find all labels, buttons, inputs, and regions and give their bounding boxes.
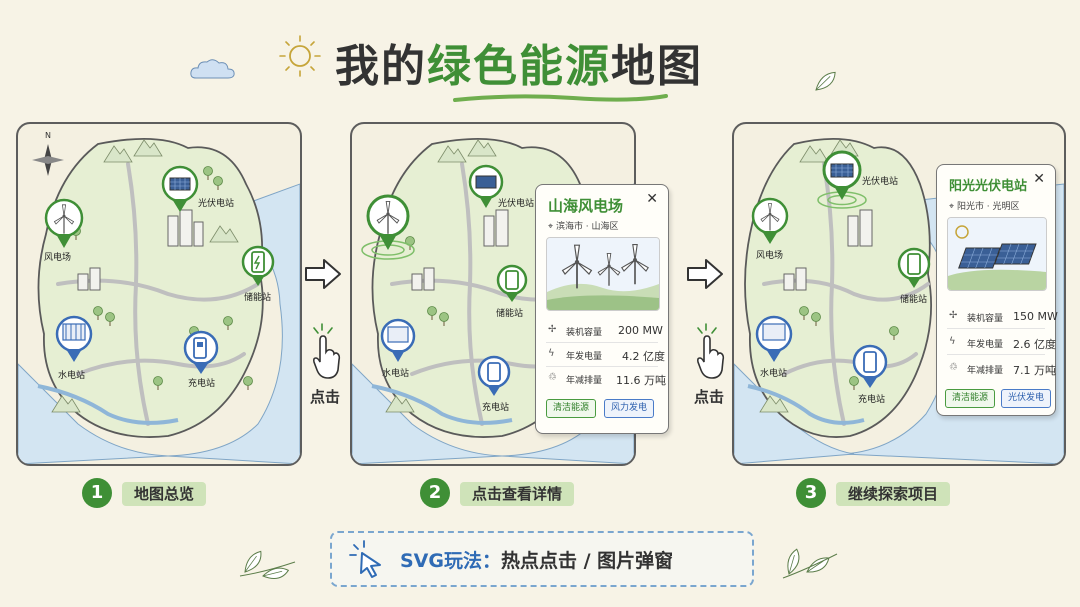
wind-farm-image: [546, 237, 660, 311]
lightning-icon: ϟ: [949, 336, 956, 347]
step-number: 2: [420, 478, 450, 508]
charging-pin[interactable]: [477, 355, 511, 396]
hand-pointer-icon: [312, 323, 341, 379]
label-charging: 充电站: [858, 395, 886, 405]
title-part2: 地图: [611, 41, 703, 92]
step-number: 1: [82, 478, 112, 508]
hydro-pin[interactable]: [380, 318, 416, 362]
leaf-decoration-right-icon: [780, 548, 838, 579]
step-label: 地图总览: [122, 482, 207, 506]
popup-solar-station: 阳光光伏电站 ✕ ⌖ 阳光市 · 光明区 ✢ 装机容量 150 MW ϟ 年发电…: [936, 164, 1058, 416]
storage-pin[interactable]: [897, 247, 931, 288]
leaf-decoration-left-icon: [239, 550, 296, 582]
map-panel-explore: 风电场 光伏电站 储能站 水电站 充电站: [732, 122, 1066, 466]
label-wind: 风电场: [44, 253, 72, 263]
banner-svg-label: SVG玩法：: [400, 550, 501, 572]
wind-pin[interactable]: [751, 197, 789, 244]
wind-pin-active[interactable]: [361, 194, 415, 260]
location-pin-icon: ⌖: [949, 202, 957, 212]
co2-icon: ♲: [949, 362, 958, 373]
turbine-icon: ✢: [548, 324, 557, 335]
sun-icon: [279, 35, 321, 77]
title-part1: 我的: [335, 41, 427, 92]
arrow-right-icon: [305, 259, 341, 289]
tag-clean-energy[interactable]: 清洁能源: [546, 399, 597, 418]
label-storage: 储能站: [496, 309, 524, 319]
label-solar: 光伏电站: [498, 199, 535, 209]
solar-station-image: [947, 217, 1047, 291]
storage-pin[interactable]: [241, 245, 275, 286]
solar-pin[interactable]: [468, 164, 504, 208]
cloud-icon: [190, 59, 235, 79]
storage-pin[interactable]: [496, 264, 528, 302]
hydro-pin[interactable]: [755, 315, 793, 362]
map-panel-overview: N: [16, 122, 302, 466]
solar-pin-active[interactable]: [817, 150, 867, 209]
label-solar: 光伏电站: [862, 177, 899, 187]
title-underline: [453, 94, 668, 102]
popup-location: ⌖ 阳光市 · 光明区: [949, 199, 1020, 212]
label-hydro: 水电站: [58, 371, 86, 381]
step-label: 点击查看详情: [460, 482, 575, 506]
step-number: 3: [796, 478, 826, 508]
location-text: 滨海市 · 山海区: [555, 222, 619, 232]
location-text: 阳光市 · 光明区: [956, 202, 1020, 212]
compass-icon: [32, 144, 64, 176]
label-storage: 储能站: [244, 293, 272, 303]
popup-title: 阳光光伏电站: [949, 179, 1028, 194]
tag-wind-power[interactable]: 风力发电: [604, 399, 655, 418]
compass-north: N: [45, 131, 51, 140]
page-title: 我的绿色能源地图: [335, 30, 805, 102]
co2-icon: ♲: [548, 372, 557, 383]
title-highlight: 绿色能源: [427, 41, 611, 92]
label-hydro: 水电站: [760, 369, 788, 379]
hand-pointer-icon: [696, 323, 725, 379]
charging-pin[interactable]: [852, 344, 888, 388]
label-hydro: 水电站: [382, 369, 410, 379]
wind-pin[interactable]: [44, 198, 84, 248]
location-pin-icon: ⌖: [548, 222, 556, 232]
label-storage: 储能站: [900, 295, 928, 305]
popup-title: 山海风电场: [548, 197, 624, 215]
map-illustration: N: [18, 131, 300, 464]
click-label-1: 点击: [310, 388, 341, 406]
leaf-icon: [811, 71, 840, 92]
popup-wind-farm: 山海风电场 ✕ ⌖ 滨海市 · 山海区 ✢ 装机容量 200 MW ϟ 年发电量…: [535, 184, 669, 434]
solar-pin[interactable]: [161, 165, 199, 212]
label-charging: 充电站: [188, 379, 216, 389]
hydro-pin[interactable]: [55, 315, 93, 362]
charging-pin[interactable]: [183, 330, 219, 374]
tag-clean-energy[interactable]: 清洁能源: [945, 389, 996, 408]
lightning-icon: ϟ: [548, 348, 555, 359]
banner-text: 热点点击 / 图片弹窗: [500, 550, 674, 572]
arrow-right-icon: [687, 259, 723, 289]
label-charging: 充电站: [482, 403, 510, 413]
close-icon[interactable]: ✕: [1033, 171, 1045, 187]
turbine-icon: ✢: [949, 310, 958, 321]
step-label: 继续探索项目: [836, 482, 951, 506]
popup-location: ⌖ 滨海市 · 山海区: [548, 219, 619, 232]
label-solar: 光伏电站: [198, 199, 235, 209]
tag-solar-power[interactable]: 光伏发电: [1001, 389, 1052, 408]
svg-feature-banner: SVG玩法：热点点击 / 图片弹窗: [330, 531, 754, 587]
label-wind: 风电场: [756, 251, 784, 261]
close-icon[interactable]: ✕: [646, 191, 658, 207]
click-label-2: 点击: [694, 388, 725, 406]
cursor-click-icon: [349, 540, 381, 578]
